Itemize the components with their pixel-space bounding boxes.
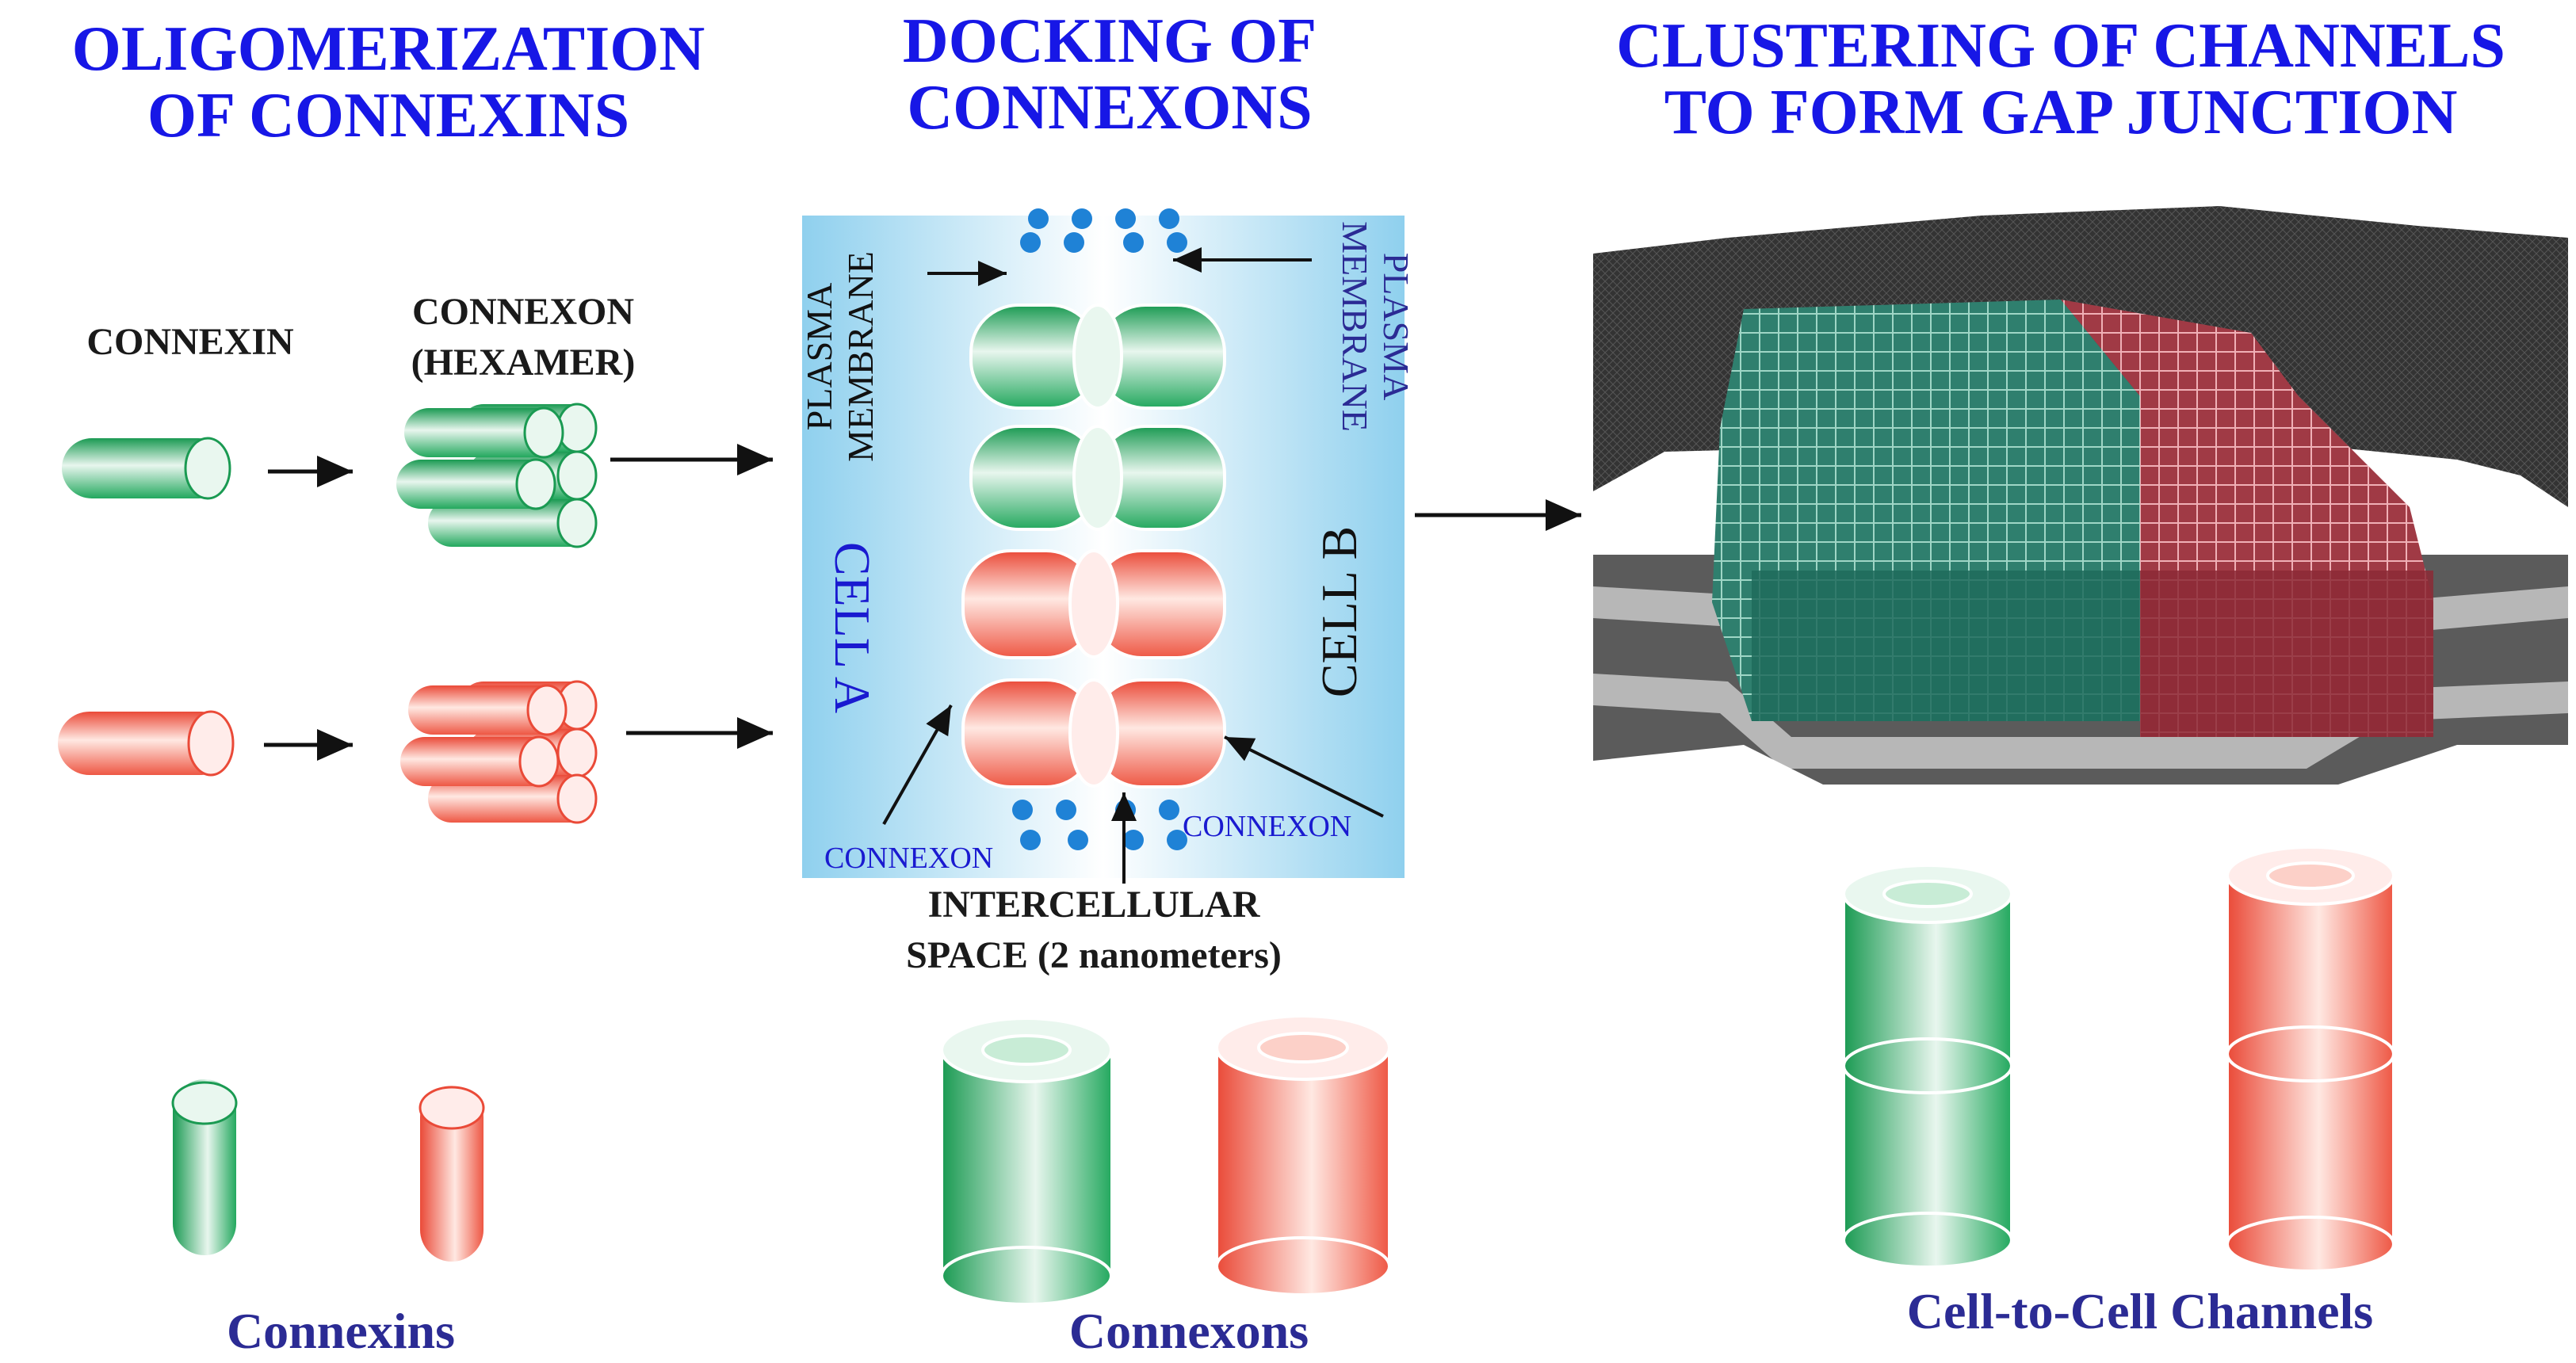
connexin-red-vertical — [419, 1086, 485, 1262]
label-plasma-membrane-right: PLASMA MEMBRANE — [1335, 221, 1416, 432]
channel-red — [2226, 846, 2395, 1273]
caption-connexons: Connexons — [1068, 1303, 1309, 1359]
label-connexin: CONNEXIN — [86, 321, 294, 363]
label-cell-b: CELL B — [1311, 525, 1367, 698]
connexon-hexamer-red — [400, 680, 598, 824]
arrows-left — [264, 444, 1581, 761]
label-connexon-left: CONNEXON — [824, 842, 994, 875]
caption-connexins: Connexins — [226, 1303, 456, 1359]
label-intercellular-space: INTERCELLULAR SPACE (2 nanometers) — [906, 884, 1282, 976]
title-clustering: CLUSTERING OF CHANNELS TO FORM GAP JUNCT… — [1616, 11, 2505, 147]
label-connexon-hexamer: CONNEXON (HEXAMER) — [411, 291, 636, 384]
label-plasma-membrane-left: PLASMA MEMBRANE — [799, 251, 881, 462]
caption-channels: Cell-to-Cell Channels — [1906, 1283, 2374, 1339]
connexon-green-large — [940, 1017, 1114, 1306]
title-docking: DOCKING OF CONNEXONS — [902, 6, 1317, 143]
connexon-hexamer-green — [396, 403, 598, 548]
connexin-red-horizontal — [58, 710, 235, 777]
gap-junction-cluster — [1593, 206, 2568, 800]
channel-green — [1842, 864, 2013, 1269]
docking-panel — [802, 208, 1405, 878]
connexin-green-horizontal — [62, 437, 231, 500]
label-cell-a: CELL A — [824, 541, 881, 714]
connexon-red-large — [1215, 1014, 1391, 1296]
title-oligomerization: OLIGOMERIZATION OF CONNEXINS — [71, 14, 705, 151]
docking-arrows — [882, 247, 1384, 884]
label-connexon-right: CONNEXON — [1183, 810, 1352, 843]
connexin-green-vertical — [171, 1079, 238, 1255]
